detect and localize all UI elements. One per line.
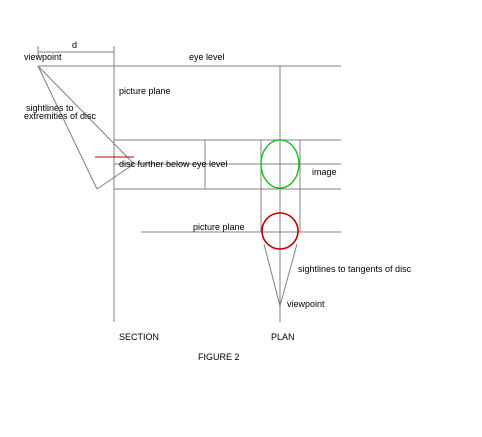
picture-plane-plan-label: picture plane [193,222,245,232]
sightlines-extremities-label-1: sightlines to [26,103,74,113]
dimension-d-label: d [72,40,77,50]
section-label: SECTION [119,332,159,342]
construction-lines [37,46,341,322]
sightlines-extremities-label-2: extremities of disc [24,111,97,121]
sightline-extremity-upper [37,65,135,165]
picture-plane-section-label: picture plane [119,86,171,96]
disc-below-eye-level-label: disc further below eye level [119,159,228,169]
viewpoint-plan-label: viewpoint [287,299,325,309]
figure-caption: FIGURE 2 [198,352,240,362]
sightline-tangent-right [279,243,298,307]
plan-label: PLAN [271,332,295,342]
image-ellipse [260,139,300,189]
disc-plan-circle [261,212,299,250]
image-label: image [312,167,337,177]
sightlines-tangents-label: sightlines to tangents of disc [298,264,412,274]
eye-level-label: eye level [189,52,225,62]
sightline-extremity-lower [37,65,98,190]
disc-edge-connector [96,163,135,190]
viewpoint-section-label: viewpoint [24,52,62,62]
sightline-tangent-left [263,243,281,307]
